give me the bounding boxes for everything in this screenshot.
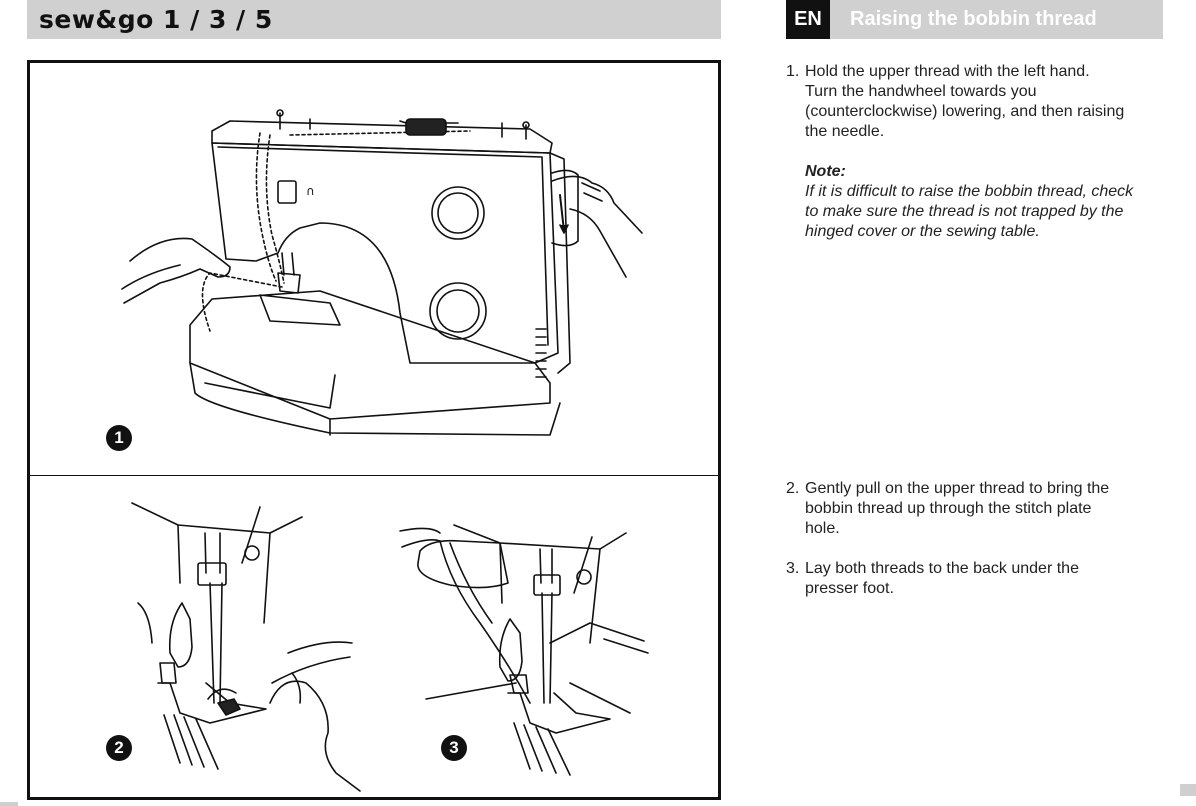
step-3-block: 3. Lay both threads to the back under th… (786, 559, 1166, 599)
section-title: Raising the bobbin thread (850, 8, 1097, 30)
figure-badge-1: 1 (106, 425, 132, 451)
note-line: to make sure the thread is not trapped b… (805, 203, 1124, 220)
language-badge: EN (786, 0, 830, 39)
brand-title: sew&go 1 / 3 / 5 (39, 5, 273, 34)
step-line: (counterclockwise) lowering, and then ra… (805, 103, 1125, 120)
step-1-block: 1. Hold the upper thread with the left h… (786, 62, 1166, 242)
step-line: Hold the upper thread with the left hand… (805, 63, 1090, 80)
note-line: hinged cover or the sewing table. (805, 223, 1040, 240)
presser-foot-closeup-right (399, 524, 649, 776)
svg-text:∩: ∩ (306, 184, 315, 198)
header-bar-left: sew&go 1 / 3 / 5 (27, 0, 721, 39)
sewing-machine-drawing: ∩ (121, 109, 643, 436)
step-number: 3. (786, 560, 800, 577)
step-line: hole. (805, 520, 840, 537)
step-line: the needle. (805, 123, 885, 140)
step-line: bobbin thread up through the stitch plat… (805, 500, 1092, 517)
figure-badge-3: 3 (441, 735, 467, 761)
step-line: Gently pull on the upper thread to bring… (805, 480, 1110, 497)
header-bar-right: EN Raising the bobbin thread (786, 0, 1163, 39)
figure-divider (30, 475, 718, 476)
note-heading: Note: (805, 163, 846, 180)
note-line: If it is difficult to raise the bobbin t… (805, 183, 1134, 200)
illustration-frame: ∩ (27, 60, 721, 800)
step-number: 2. (786, 480, 800, 497)
sewing-machine-illustration: ∩ (121, 109, 649, 792)
presser-foot-closeup-left (131, 502, 361, 792)
step-2-block: 2. Gently pull on the upper thread to br… (786, 479, 1166, 599)
step-line: Lay both threads to the back under the (805, 560, 1079, 577)
page-corner-mark (0, 802, 18, 806)
page-edge-tab (1180, 784, 1196, 796)
step-line: Turn the handwheel towards you (805, 83, 1037, 100)
step-line: presser foot. (805, 580, 894, 597)
step-number: 1. (786, 63, 800, 80)
figure-badge-2: 2 (106, 735, 132, 761)
